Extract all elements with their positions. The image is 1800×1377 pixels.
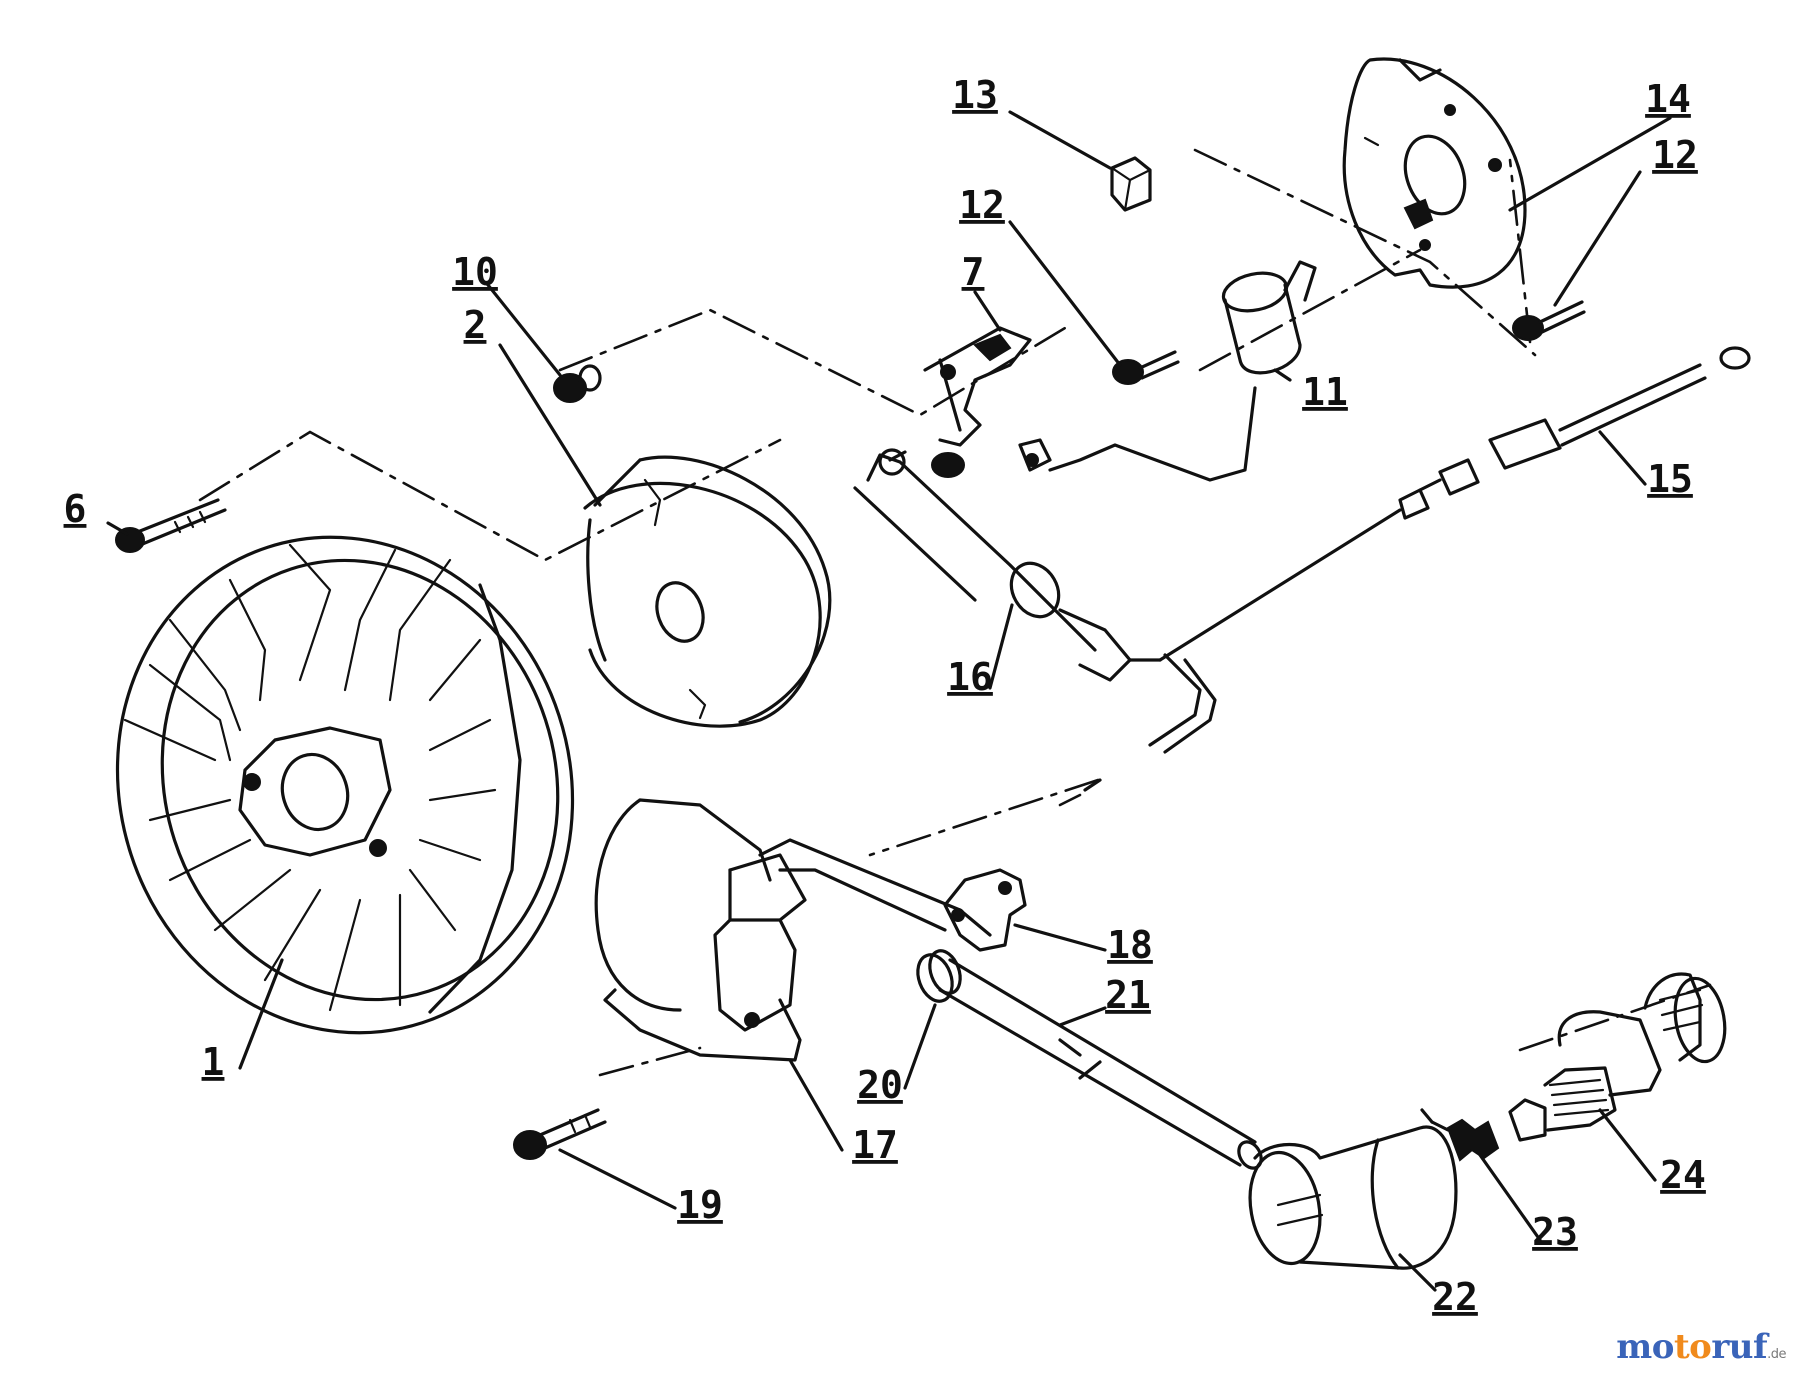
rotor-part-2 [583, 455, 832, 728]
screw-part-6 [115, 498, 227, 553]
callout-21: 21 [1105, 973, 1151, 1017]
callout-12b: 12 [1652, 133, 1698, 177]
coil-part-17 [594, 798, 992, 1062]
callout-1: 1 [202, 1040, 225, 1084]
watermark-suffix: .de [1767, 1347, 1786, 1362]
callout-24: 24 [1660, 1153, 1706, 1197]
callout-15: 15 [1647, 457, 1693, 501]
callout-19: 19 [677, 1183, 723, 1227]
callout-12a: 12 [959, 183, 1005, 227]
callout-13: 13 [952, 73, 998, 117]
callout-17: 17 [852, 1123, 898, 1167]
callout-16: 16 [947, 655, 993, 699]
breaker-part-7 [878, 326, 1052, 478]
screw-part-19 [513, 1108, 607, 1160]
sparkplug-part-24 [1508, 972, 1727, 1142]
callout-7: 7 [962, 250, 985, 294]
condenser-part-11 [1048, 260, 1317, 482]
watermark-part-3: ruf [1711, 1327, 1768, 1367]
callout-2: 2 [464, 303, 487, 347]
callout-14: 14 [1645, 77, 1691, 121]
bracket-part-18 [943, 868, 1027, 952]
nut-part-10 [553, 364, 602, 403]
flywheel-part-1 [115, 535, 575, 1035]
callout-6: 6 [64, 487, 87, 531]
watermark-part-1: mo [1616, 1327, 1674, 1367]
callout-18: 18 [1107, 923, 1153, 967]
lead-part-15 [1158, 346, 1751, 662]
callout-20: 20 [857, 1063, 903, 1107]
tube-part-21 [938, 958, 1263, 1170]
assembly-center-lines [198, 148, 1712, 1077]
backplate-part-14 [1342, 57, 1527, 289]
plugcap-part-22 [1248, 1125, 1458, 1270]
callout-23: 23 [1532, 1210, 1578, 1254]
callout-22: 22 [1432, 1275, 1478, 1319]
spring-part-23 [1420, 1108, 1500, 1162]
grommet-part-16 [853, 453, 1217, 792]
callout-11: 11 [1302, 370, 1348, 414]
block-part-13 [1110, 156, 1152, 212]
sleeve-part-20 [916, 949, 962, 1003]
callout-10: 10 [452, 250, 498, 294]
screw-part-12b [1512, 300, 1586, 341]
watermark-part-2: to [1673, 1327, 1712, 1367]
screw-part-12a [1112, 350, 1180, 385]
callout-labels: 1 2 6 7 10 11 12 12 13 14 15 16 17 18 19… [64, 73, 1706, 1319]
motoruf-watermark: motoruf.de [1616, 1327, 1786, 1367]
leader-lines [106, 110, 1672, 1292]
